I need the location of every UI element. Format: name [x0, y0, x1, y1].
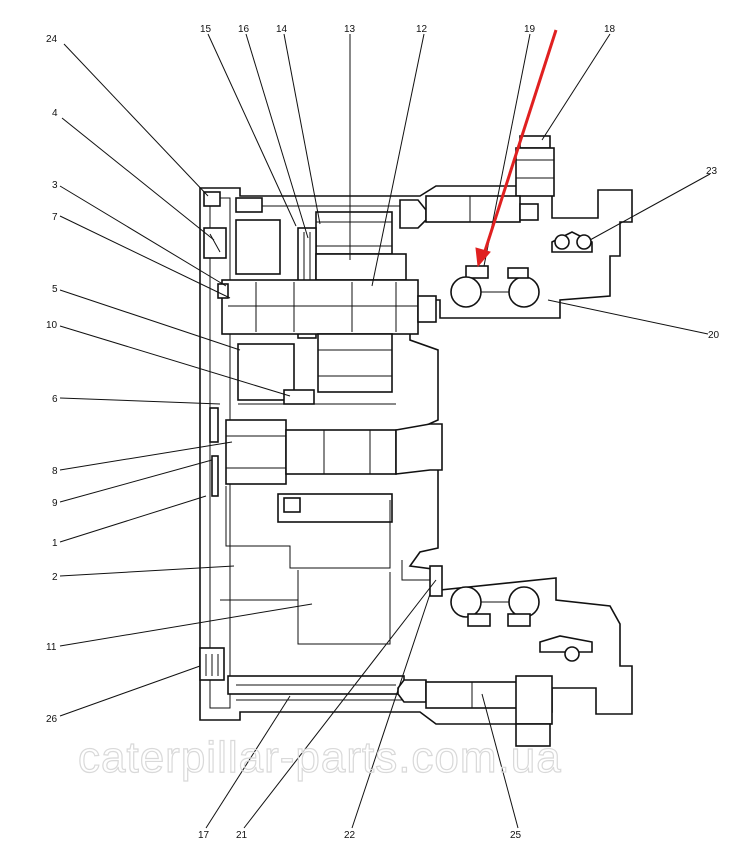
callout-20: 20: [708, 330, 720, 341]
callout-4: 4: [52, 108, 58, 119]
callout-18: 18: [604, 24, 616, 35]
callout-9: 9: [52, 498, 58, 509]
main-shaft: [203, 227, 437, 335]
callout-2: 2: [52, 572, 58, 583]
callout-26: 26: [46, 714, 58, 725]
callout-23: 23: [706, 166, 718, 177]
upper-spool: [399, 195, 539, 229]
callout-1: 1: [52, 538, 58, 549]
valve-lower: [450, 586, 593, 662]
highlight-arrow: [475, 29, 558, 268]
leader-lines: [59, 33, 711, 829]
bottom-plug-26: [199, 647, 225, 681]
callout-12: 12: [416, 24, 428, 35]
callout-19: 19: [524, 24, 536, 35]
callout-10: 10: [46, 320, 58, 331]
callout-7: 7: [52, 212, 58, 223]
top-bolt: [203, 191, 263, 213]
callout-24: 24: [46, 34, 58, 45]
callout-14: 14: [276, 24, 288, 35]
callout-5: 5: [52, 284, 58, 295]
callout-labels: 24 4 3 7 5 10 6 8 9 1 2 11 26 15 16 14 1…: [46, 24, 720, 841]
callout-21: 21: [236, 830, 248, 841]
callout-8: 8: [52, 466, 58, 477]
watermark: caterpillar-parts.com.ua: [78, 733, 562, 782]
lower-carrier: [220, 486, 432, 645]
callout-6: 6: [52, 394, 58, 405]
fitting-18: [515, 135, 555, 197]
callout-16: 16: [238, 24, 250, 35]
callout-13: 13: [344, 24, 356, 35]
callout-22: 22: [344, 830, 356, 841]
lower-shaft: [209, 407, 443, 497]
lower-spool: [227, 565, 553, 747]
callout-11: 11: [46, 642, 57, 653]
callout-15: 15: [200, 24, 212, 35]
callout-25: 25: [510, 830, 522, 841]
valve-upper: [450, 231, 593, 308]
callout-3: 3: [52, 180, 58, 191]
middle-gear: [237, 333, 396, 405]
callout-17: 17: [198, 830, 210, 841]
